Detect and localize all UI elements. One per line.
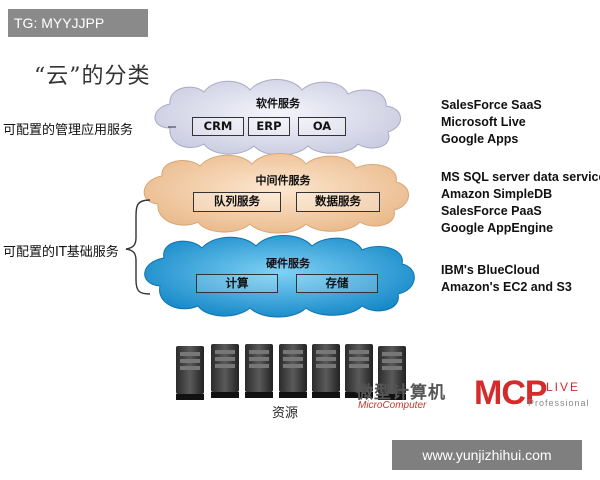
watermark-professional: Professional — [528, 398, 590, 408]
middleware-cloud-title: 中间件服务 — [255, 174, 311, 187]
resources-label: 资源 — [272, 406, 299, 421]
software-cloud-title: 软件服务 — [256, 97, 300, 110]
server-icon — [211, 344, 239, 398]
server-icon — [279, 344, 307, 398]
server-icon — [312, 344, 340, 398]
software-examples: SalesForce SaaS Microsoft Live Google Ap… — [441, 97, 542, 148]
server-icon — [176, 346, 204, 400]
server-icon — [345, 344, 373, 398]
compute-box: 计算 — [196, 274, 278, 293]
software-example-item: SalesForce SaaS — [441, 98, 542, 112]
watermark-live: LIVE — [546, 380, 581, 394]
software-example-item: Microsoft Live — [441, 115, 526, 129]
queue-service-box: 队列服务 — [193, 192, 281, 212]
hardware-example-item: Amazon's EC2 and S3 — [441, 280, 572, 294]
hardware-cloud — [144, 235, 415, 318]
site-url: www.yunjizhihui.com — [392, 440, 582, 470]
middleware-example-item: Amazon SimpleDB — [441, 187, 553, 201]
oa-box: OA — [298, 117, 346, 136]
hardware-examples: IBM's BlueCloud Amazon's EC2 and S3 — [441, 262, 572, 296]
tag-label: TG: MYYJJPP — [8, 9, 148, 37]
hardware-cloud-title: 硬件服务 — [266, 257, 310, 270]
hardware-example-item: IBM's BlueCloud — [441, 263, 540, 277]
watermark-cn: 微型计算机 — [356, 383, 446, 403]
middleware-examples: MS SQL server data service Amazon Simple… — [441, 169, 600, 237]
page-title: “云”的分类 — [34, 64, 151, 89]
watermark-mcp: MCP — [474, 374, 548, 412]
storage-box: 存储 — [296, 274, 378, 293]
it-infra-label: 可配置的IT基础服务 — [3, 245, 119, 260]
middleware-example-item: MS SQL server data service — [441, 170, 600, 184]
server-icon — [245, 344, 273, 398]
data-service-box: 数据服务 — [296, 192, 380, 212]
middleware-example-item: Google AppEngine — [441, 221, 554, 235]
watermark-logo: 微型计算机 MicroComputer MCP LIVE Professiona… — [346, 374, 596, 414]
server-group — [176, 344, 406, 400]
middleware-cloud — [143, 153, 409, 234]
watermark-en: MicroComputer — [358, 400, 427, 411]
managed-apps-label: 可配置的管理应用服务 — [3, 123, 134, 138]
bracket — [125, 199, 151, 295]
server-icon — [378, 346, 406, 400]
erp-box: ERP — [248, 117, 290, 136]
software-example-item: Google Apps — [441, 132, 519, 146]
middleware-example-item: SalesForce PaaS — [441, 204, 542, 218]
crm-box: CRM — [192, 117, 244, 136]
